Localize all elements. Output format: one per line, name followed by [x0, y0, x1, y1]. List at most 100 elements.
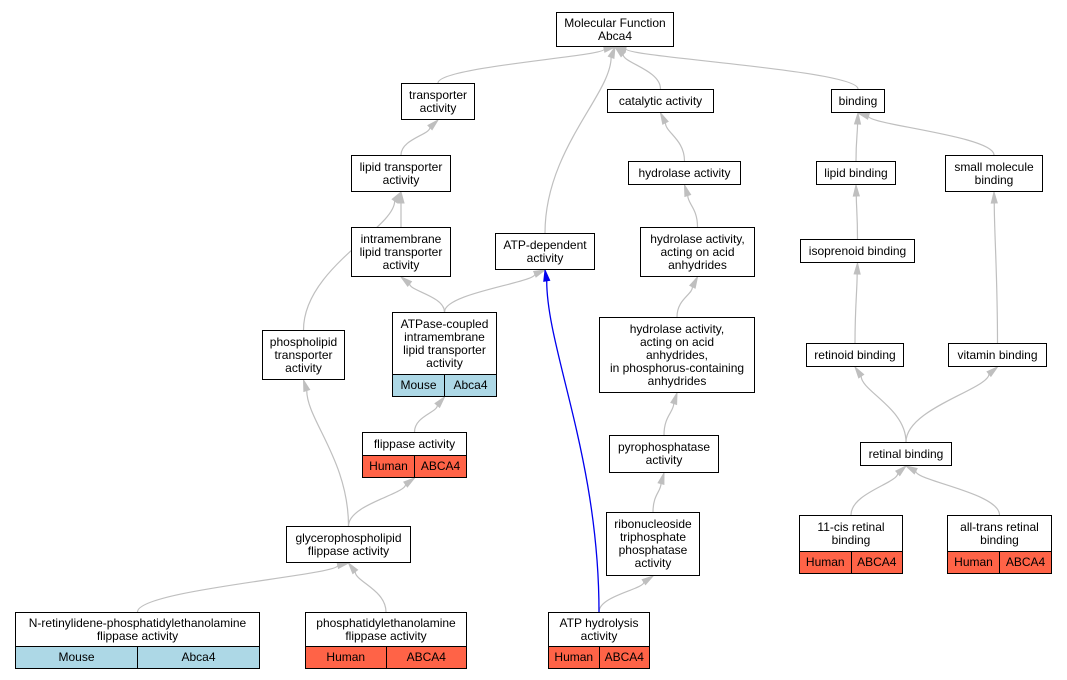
edge-line — [408, 283, 446, 313]
edge-vitamin-to-small-molecule — [990, 190, 999, 344]
node-retinoid-binding[interactable]: retinoid binding — [806, 343, 904, 367]
edge-hydrolase-to-catalytic — [659, 111, 686, 162]
arrowhead — [403, 476, 417, 488]
node-small-molecule-binding[interactable]: small molecule binding — [945, 155, 1043, 192]
species-tag: Human — [306, 647, 386, 668]
node-hydrolase-acid-anhydrides[interactable]: hydrolase activity, acting on acid anhyd… — [640, 227, 755, 277]
node-label: pyrophosphatase activity — [617, 440, 711, 467]
node-11-cis-retinal-binding[interactable]: 11-cis retinal binding Human ABCA4 — [799, 515, 903, 574]
arrowhead — [689, 275, 699, 289]
arrowhead — [336, 562, 351, 570]
node-all-trans-retinal-binding[interactable]: all-trans retinal binding Human ABCA4 — [947, 515, 1052, 574]
node-label: lipid binding — [824, 165, 888, 180]
node-phospholipid-transporter-activity[interactable]: phospholipid transporter activity — [262, 330, 345, 380]
node-label: hydrolase activity, acting on acid anhyd… — [650, 231, 745, 272]
node-label: all-trans retinal binding — [960, 519, 1039, 547]
edge-line — [652, 483, 662, 513]
node-label: hydrolase activity — [638, 165, 731, 180]
arrowhead — [683, 183, 692, 198]
arrowhead — [399, 275, 413, 288]
annotation-tags: Mouse Abca4 — [393, 374, 496, 396]
node-glycerophospholipid-flippase-activity[interactable]: glycerophospholipid flippase activity — [286, 526, 411, 563]
edge-ribonucleoside-to-pyrophosphatase — [652, 471, 665, 513]
arrowhead — [427, 118, 440, 131]
node-label: phosphatidylethanolamine flippase activi… — [316, 615, 456, 643]
edge-small-molecule-to-binding — [856, 112, 995, 156]
node-binding[interactable]: binding — [831, 89, 885, 113]
edge-atp-hydrolysis-to-ribonucleoside — [598, 574, 655, 613]
edge-pe-flippase-to-glycerophospholipid — [347, 561, 387, 613]
edge-line — [854, 273, 858, 344]
edge-line — [413, 405, 438, 433]
annotation-tags: Human ABCA4 — [948, 551, 1051, 573]
edge-cis-retinal-to-retinal — [850, 464, 908, 516]
node-isoprenoid-binding[interactable]: isoprenoid binding — [800, 239, 915, 263]
edge-line — [855, 123, 859, 162]
node-vitamin-binding[interactable]: vitamin binding — [948, 343, 1047, 367]
node-ribonucleoside-triphosphate-phosphatase-activity[interactable]: ribonucleoside triphosphate phosphatase … — [606, 512, 700, 576]
arrowhead — [853, 261, 861, 275]
gene-tag: ABCA4 — [385, 647, 466, 668]
node-molecular-function[interactable]: Molecular Function Abca4 — [556, 12, 674, 47]
edge-trans-retinal-to-retinal — [904, 465, 1001, 516]
edge-glycerophospholipid-to-phospholipid-transporter — [302, 378, 350, 527]
node-intramembrane-lipid-transporter-activity[interactable]: intramembrane lipid transporter activity — [351, 227, 451, 277]
node-flippase-activity[interactable]: flippase activity Human ABCA4 — [362, 432, 467, 478]
edge-line — [993, 202, 999, 344]
node-phosphatidylethanolamine-flippase-activity[interactable]: phosphatidylethanolamine flippase activi… — [305, 612, 467, 669]
node-hydrolase-activity[interactable]: hydrolase activity — [628, 161, 741, 185]
edge-atpase-coupled-to-intramembrane — [399, 275, 446, 313]
node-atp-hydrolysis-activity[interactable]: ATP hydrolysis activity Human ABCA4 — [548, 612, 650, 669]
node-catalytic-activity[interactable]: catalytic activity — [607, 89, 714, 113]
species-tag: Human — [549, 647, 599, 668]
edge-line — [850, 473, 899, 516]
edge-line — [598, 581, 645, 613]
edge-line — [625, 48, 859, 90]
edge-pyrophosphatase-to-hydrolase-phosphorus — [663, 391, 678, 436]
arrowhead — [904, 465, 918, 475]
edge-atp-dependent-to-mf — [544, 45, 616, 234]
node-label: retinoid binding — [814, 347, 896, 362]
gene-tag: ABCA4 — [850, 552, 902, 573]
node-label: glycerophospholipid flippase activity — [295, 530, 402, 558]
edge-lipid-transporter-to-transporter — [400, 118, 440, 156]
edge-line — [676, 286, 694, 318]
node-label: ATP-dependent activity — [503, 237, 587, 265]
species-tag: Human — [800, 552, 851, 573]
species-tag: Human — [363, 456, 414, 477]
arrowhead — [434, 395, 446, 409]
node-pyrophosphatase-activity[interactable]: pyrophosphatase activity — [609, 435, 719, 473]
arrowhead — [607, 45, 616, 60]
node-n-retinylidene-pe-flippase-activity[interactable]: N-retinylidene-phosphatidylethanolamine … — [15, 612, 260, 669]
node-retinal-binding[interactable]: retinal binding — [860, 442, 952, 466]
arrowhead — [853, 111, 862, 125]
arrowhead — [532, 269, 547, 278]
node-transporter-activity[interactable]: transporter activity — [401, 83, 475, 120]
gene-tag: Abca4 — [444, 375, 496, 396]
node-lipid-transporter-activity[interactable]: lipid transporter activity — [351, 155, 451, 192]
edge-line — [855, 195, 859, 240]
annotation-tags: Human ABCA4 — [363, 455, 466, 477]
edge-retinoid-to-isoprenoid — [853, 261, 861, 344]
node-atpase-coupled-transporter-activity[interactable]: ATPase-coupled intramembrane lipid trans… — [392, 312, 497, 397]
arrowhead — [986, 365, 999, 378]
edge-line — [443, 273, 536, 313]
edge-retinal-to-vitamin — [905, 365, 999, 443]
annotation-tags: Mouse Abca4 — [16, 646, 259, 668]
edge-line — [860, 375, 907, 443]
node-atp-dependent-activity[interactable]: ATP-dependent activity — [495, 233, 595, 270]
edge-line — [354, 571, 387, 613]
arrowhead — [670, 391, 678, 406]
species-tag: Human — [948, 552, 999, 573]
arrowhead — [659, 111, 669, 125]
node-hydrolase-phosphorus-anhydrides[interactable]: hydrolase activity, acting on acid anhyd… — [599, 317, 755, 393]
arrowhead — [347, 561, 359, 575]
node-label: vitamin binding — [957, 347, 1038, 362]
node-label: flippase activity — [373, 436, 456, 451]
node-lipid-binding[interactable]: lipid binding — [816, 161, 896, 185]
edge-line — [905, 373, 990, 443]
edge-hydrolase-phosphorus-to-hydrolase-acid — [676, 275, 699, 318]
edge-atp-hydrolysis-to-atp-dependent — [543, 268, 600, 613]
edge-line — [306, 390, 350, 527]
